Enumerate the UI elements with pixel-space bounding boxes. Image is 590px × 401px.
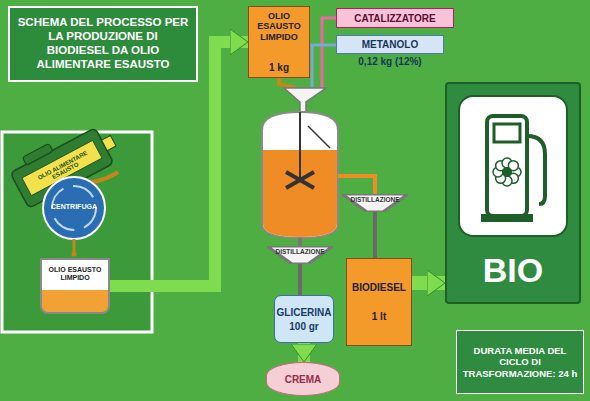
- oil-drip: [73, 239, 76, 252]
- node-label: OLIO ESAUSTO LIMPIDO: [252, 11, 306, 42]
- node-label: METANOLO: [336, 35, 444, 54]
- distillation-funnel: DISTILLAZIONE: [267, 246, 333, 264]
- methanol-pipe: [312, 45, 336, 88]
- centrifuge: [43, 177, 105, 239]
- node-label: DISTILLAZIONE: [275, 248, 324, 255]
- node-label: OLIO ESAUSTO LIMPIDO: [45, 266, 105, 282]
- input-box: METANOLO 0,12 kg (12%): [336, 35, 444, 71]
- funnel-spout: [373, 212, 377, 258]
- reactor-outlet-pipe: [338, 176, 375, 194]
- oil-pipe: [279, 78, 296, 88]
- left-panel: [2, 132, 152, 332]
- flow-arrow: [412, 276, 445, 290]
- node-label: GLICERINA: [277, 307, 332, 318]
- node-value: 100 gr: [289, 321, 318, 332]
- beaker-box: OLIO ESAUSTO LIMPIDO: [40, 258, 110, 314]
- process-box: OLIO ESAUSTO LIMPIDO 1 kg: [248, 6, 310, 78]
- intake-funnel: [284, 88, 326, 112]
- flow-arrow: [298, 343, 310, 362]
- funnel-spout: [298, 264, 302, 295]
- node-label: CREMA: [285, 374, 322, 385]
- centrifuge-label: CENTRIFUGA: [44, 203, 104, 210]
- distillation-funnel: DISTILLAZIONE: [342, 194, 408, 212]
- jerrycan-label: OLIO ALIMENTARE ESAUSTO: [24, 143, 104, 193]
- title-text: SCHEMA DEL PROCESSO PER LA PRODUZIONE DI…: [16, 16, 190, 71]
- oil-stream: [92, 172, 118, 182]
- node-label: BIO: [483, 251, 543, 290]
- reactor-vessel: [262, 112, 338, 246]
- oil-drop: [72, 252, 77, 257]
- title-box: SCHEMA DEL PROCESSO PER LA PRODUZIONE DI…: [8, 6, 198, 82]
- node-label: DISTILLAZIONE: [350, 196, 399, 203]
- product-box: GLICERINA 100 gr: [274, 295, 334, 343]
- catalyst-pipe: [322, 18, 336, 88]
- bio-fuel-box: BIO: [445, 82, 581, 304]
- node-label: DURATA MEDIA DEL CICLO DI TRASFORMAZIONE…: [462, 345, 578, 379]
- cream-jar: CREMA: [266, 362, 340, 396]
- node-value: 1 lt: [372, 311, 386, 322]
- note-box: DURATA MEDIA DEL CICLO DI TRASFORMAZIONE…: [456, 330, 584, 394]
- node-label: CATALIZZATORE: [354, 13, 435, 24]
- node-value: 0,12 kg (12%): [336, 56, 444, 67]
- product-box: BIODIESEL 1 lt: [346, 258, 412, 346]
- input-box: CATALIZZATORE: [336, 8, 454, 28]
- node-label: BIODIESEL: [352, 282, 406, 293]
- node-value: 1 kg: [269, 62, 289, 73]
